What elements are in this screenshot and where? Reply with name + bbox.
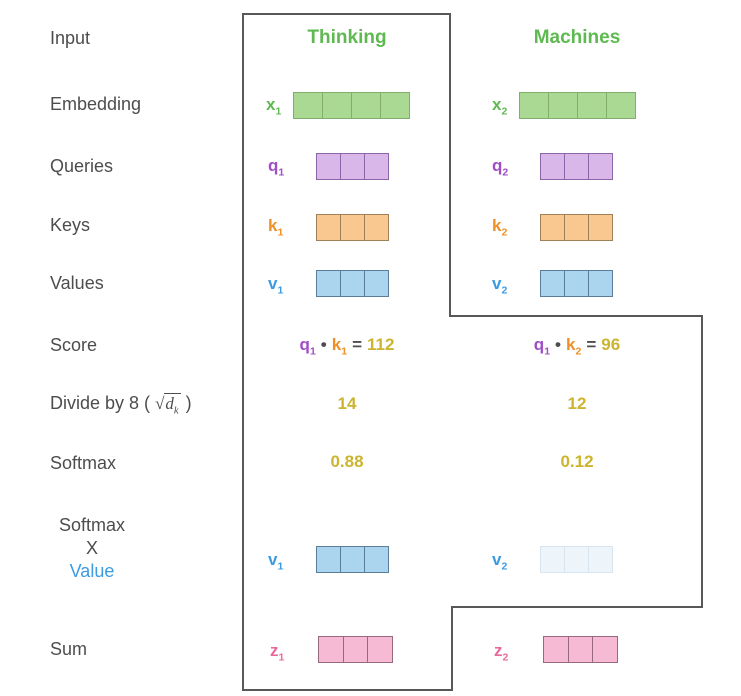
x1-label: x1 xyxy=(266,95,282,118)
v2-weighted-label: v2 xyxy=(492,550,508,573)
vector-cell xyxy=(577,93,606,118)
vector-cell xyxy=(319,637,343,662)
equals-sign: = xyxy=(586,335,597,354)
sqrt-dk-formula: √dk xyxy=(155,393,181,417)
x2-label: x2 xyxy=(492,95,508,118)
dot-product-icon: • xyxy=(320,335,327,354)
column-header-machines: Machines xyxy=(533,27,621,48)
vector-cell xyxy=(564,547,588,572)
vector-cell xyxy=(541,271,564,296)
vector-cell xyxy=(544,637,568,662)
vector-cell xyxy=(592,637,617,662)
k1-vector xyxy=(316,214,389,241)
k2-label: k2 xyxy=(492,216,508,239)
q2-label: q2 xyxy=(492,156,509,179)
vector-cell xyxy=(541,154,564,179)
k1-label: k1 xyxy=(268,216,284,239)
score-k-term: k2 xyxy=(566,335,582,358)
smv-line-value: Value xyxy=(69,561,115,581)
softmax-value-thinking: 0.88 xyxy=(330,452,364,471)
x2-vector xyxy=(519,92,636,119)
score-thinking: q1•k1=112 xyxy=(243,335,451,358)
vector-cell xyxy=(340,271,364,296)
vector-cell xyxy=(564,154,588,179)
vector-cell xyxy=(588,547,612,572)
vector-cell xyxy=(541,215,564,240)
equals-sign: = xyxy=(352,335,363,354)
v2-label: v2 xyxy=(492,274,508,297)
vector-cell xyxy=(564,215,588,240)
q1-vector xyxy=(316,153,389,180)
row-label-queries: Queries xyxy=(50,156,114,176)
vector-cell xyxy=(364,154,388,179)
row-label-score: Score xyxy=(50,335,98,355)
smv-line-x: X xyxy=(85,538,98,558)
divide-label-text: Divide by 8 ( xyxy=(50,393,151,413)
vector-cell xyxy=(294,93,322,118)
score-k-term: k1 xyxy=(331,335,348,358)
score-q-term: q1 xyxy=(533,335,551,358)
vector-cell xyxy=(541,547,564,572)
vector-cell xyxy=(317,271,340,296)
row-label-values: Values xyxy=(50,273,104,293)
z1-vector xyxy=(318,636,393,663)
vector-cell xyxy=(364,215,388,240)
vector-cell xyxy=(564,271,588,296)
row-label-sum: Sum xyxy=(50,639,88,659)
v1-weighted-vector xyxy=(316,546,389,573)
vector-cell xyxy=(588,271,612,296)
row-label-input: Input xyxy=(50,28,91,48)
dot-product-icon: • xyxy=(555,335,561,354)
score-machines: q1• k2=96 xyxy=(452,335,702,358)
vector-cell xyxy=(340,154,364,179)
divide-value-thinking: 14 xyxy=(337,394,357,413)
divide-label-close: ) xyxy=(185,393,192,413)
vector-cell xyxy=(606,93,635,118)
row-label-embedding: Embedding xyxy=(50,94,142,114)
z2-label: z2 xyxy=(494,641,509,664)
vector-cell xyxy=(317,215,340,240)
vector-cell xyxy=(340,215,364,240)
v2-vector xyxy=(540,270,613,297)
vector-cell xyxy=(317,547,340,572)
v1-weighted-label: v1 xyxy=(268,550,284,573)
row-label-divide: Divide by 8 ( √dk ) xyxy=(50,393,192,416)
row-label-softmax: Softmax xyxy=(50,453,117,473)
q1-label: q1 xyxy=(268,156,285,179)
divide-value-machines: 12 xyxy=(567,394,587,413)
column-header-thinking: Thinking xyxy=(307,27,387,48)
score-value: 96 xyxy=(601,335,621,354)
vector-cell xyxy=(340,547,364,572)
smv-line-softmax: Softmax xyxy=(58,515,126,535)
vector-cell xyxy=(317,154,340,179)
v2-weighted-vector-faded xyxy=(540,546,613,573)
z2-vector xyxy=(543,636,618,663)
z1-label: z1 xyxy=(270,641,285,664)
vector-cell xyxy=(342,637,368,662)
vector-cell xyxy=(364,547,388,572)
x1-vector xyxy=(293,92,410,119)
vector-cell xyxy=(322,93,351,118)
k2-vector xyxy=(540,214,613,241)
softmax-value-machines: 0.12 xyxy=(560,452,594,471)
vector-cell xyxy=(548,93,577,118)
vector-cell xyxy=(380,93,409,118)
row-label-keys: Keys xyxy=(50,215,91,235)
score-value: 112 xyxy=(367,335,395,354)
row-label-softmax-x-value: Softmax X Value xyxy=(44,514,140,583)
vector-cell xyxy=(567,637,593,662)
vector-cell xyxy=(364,271,388,296)
score-q-term: q1 xyxy=(299,335,316,358)
vector-cell xyxy=(588,215,612,240)
vector-cell xyxy=(588,154,612,179)
vector-cell xyxy=(367,637,392,662)
vector-cell xyxy=(351,93,380,118)
v1-label: v1 xyxy=(268,274,284,297)
q2-vector xyxy=(540,153,613,180)
vector-cell xyxy=(520,93,548,118)
v1-vector xyxy=(316,270,389,297)
